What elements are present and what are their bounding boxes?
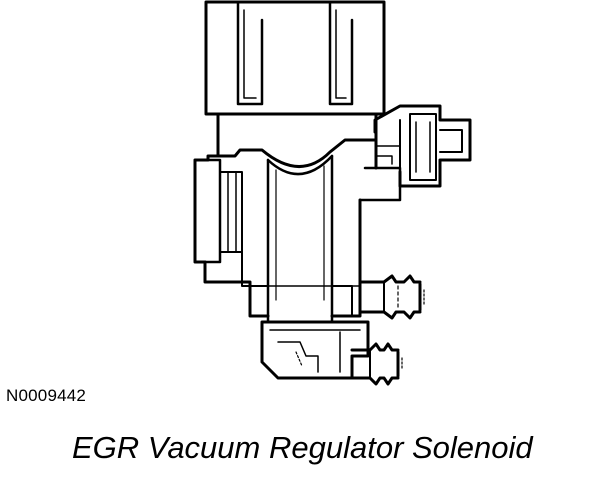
figure-caption: EGR Vacuum Regulator Solenoid (72, 430, 533, 465)
figure-reference-code: N0009442 (6, 386, 87, 405)
electrical-connector (358, 104, 472, 264)
lower-housing (260, 320, 370, 380)
lower-vacuum-port (350, 342, 403, 386)
solenoid-main-body (193, 112, 378, 324)
solenoid-top-housing (204, 0, 386, 116)
upper-vacuum-port (358, 274, 425, 320)
